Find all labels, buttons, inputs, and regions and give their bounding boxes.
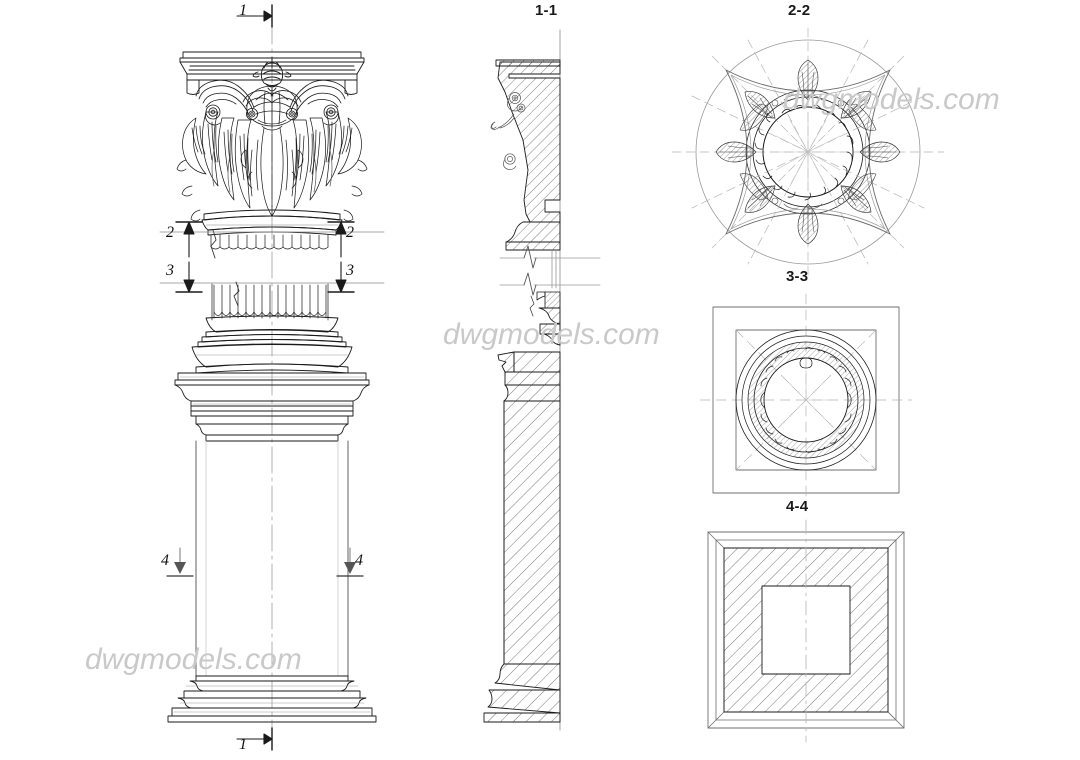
- section-label-4-4: 4-4: [786, 498, 809, 515]
- marker-arrow-bottom-1: [236, 727, 273, 751]
- marker-arrow-left-4: [166, 547, 194, 577]
- section-marker-left-3: 3: [166, 262, 174, 279]
- marker-arrow-right-3: [327, 261, 355, 293]
- section-marker-top-1: 1: [239, 2, 247, 19]
- pedestal-cornice: [174, 372, 370, 442]
- break-line-lower: [499, 272, 601, 296]
- marker-arrow-left-3: [175, 261, 203, 293]
- section-label-2-2: 2-2: [788, 2, 811, 19]
- marker-arrow-right-2: [327, 221, 355, 258]
- pedestal-base-plinth: [167, 675, 377, 723]
- flute-scallops: [799, 357, 813, 369]
- section-3-3-geometry: [699, 293, 913, 507]
- pedestal-fluted-neck: [211, 281, 329, 321]
- section-marker-right-2: 2: [346, 224, 354, 241]
- capital-lower-acanthus: [240, 127, 304, 217]
- pedestal-die: [195, 440, 349, 677]
- section-marker-arrows: [166, 4, 364, 751]
- section-label-1-1: 1-1: [535, 2, 558, 19]
- section-4-4-geometry: [707, 519, 905, 743]
- capital-acanthus-left: [176, 111, 252, 222]
- capital-acanthus-right: [292, 111, 368, 222]
- break-line-upper: [499, 245, 601, 269]
- pedestal-cap-mouldings: [191, 315, 353, 374]
- section-label-3-3: 3-3: [786, 268, 809, 285]
- capital-neck-flutes: [210, 229, 329, 259]
- marker-arrow-right-4: [336, 547, 364, 577]
- section-marker-left-2: 2: [166, 224, 174, 241]
- marker-arrow-left-2: [175, 221, 203, 258]
- section-marker-left-4: 4: [161, 552, 169, 569]
- section-2-2-geometry: [671, 27, 945, 277]
- section-marker-bottom-1: 1: [239, 736, 247, 753]
- marker-arrow-top-1: [236, 4, 273, 28]
- section-1-1-geometry: [483, 29, 601, 731]
- capital-upper-acanthus: [246, 85, 298, 131]
- section-marker-right-3: 3: [346, 262, 354, 279]
- section-marker-right-4: 4: [355, 552, 363, 569]
- capital-astragal: [201, 209, 343, 236]
